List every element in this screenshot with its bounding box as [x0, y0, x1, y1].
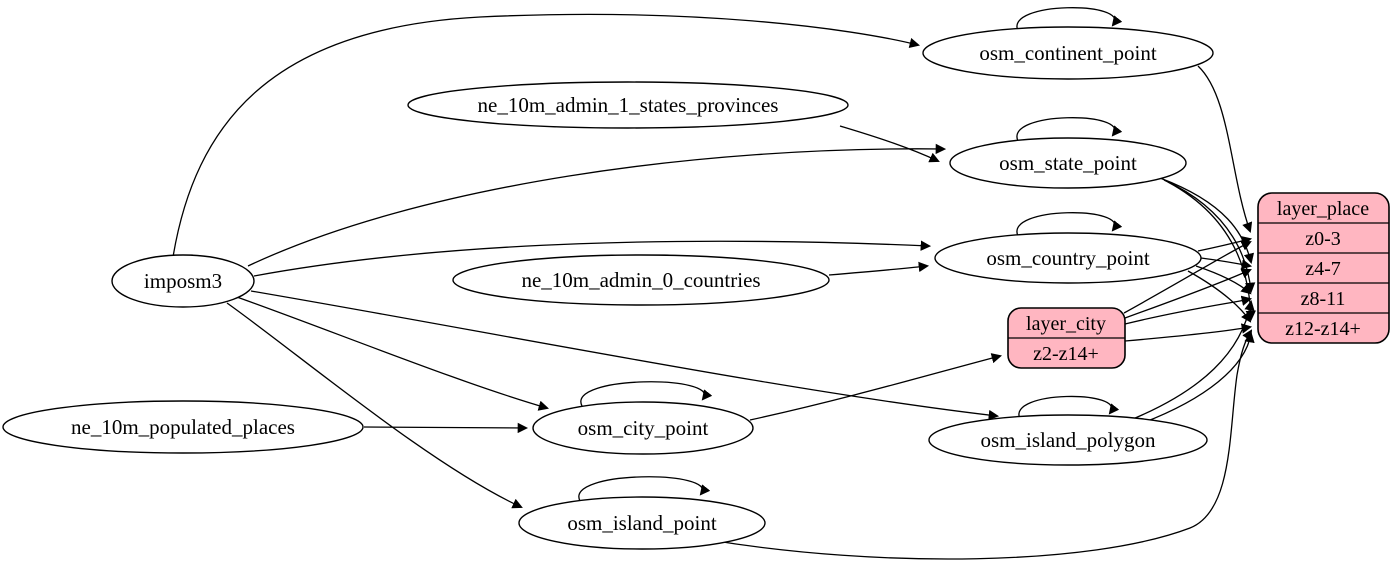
- layer_place-row-z0-3: z0-3: [1305, 228, 1341, 250]
- edge-imposm3-osm_state_point: [247, 143, 947, 267]
- node-osm_country_point: osm_country_point: [934, 232, 1202, 284]
- ne_10m_admin_1_states_provinces-label: ne_10m_admin_1_states_provinces: [478, 93, 779, 117]
- node-osm_continent_point: osm_continent_point: [922, 26, 1214, 80]
- layer_city-title: layer_city: [1026, 313, 1106, 335]
- edge-osm_country_point-layer_place-z12-z14: [1187, 270, 1252, 323]
- edge-osm_country_point-layer_place-z4-7: [1200, 257, 1253, 270]
- node-layer_city: layer_city z2-z14+: [1007, 307, 1126, 369]
- node-ne_10m_admin_1_states_provinces: ne_10m_admin_1_states_provinces: [407, 81, 849, 129]
- ne_10m_admin_0_countries-label: ne_10m_admin_0_countries: [521, 268, 760, 292]
- osm_island_point-ellipse: [518, 496, 766, 550]
- edge-osm_state_point-layer_place-z8-11: [1163, 179, 1256, 294]
- edge-layer_city-layer_place-z4-7: [1124, 268, 1252, 319]
- osm_country_point-label: osm_country_point: [986, 246, 1149, 270]
- osm_city_point-label: osm_city_point: [578, 416, 709, 440]
- osm_continent_point-ellipse: [922, 26, 1214, 80]
- edge-imposm3-osm_island_polygon: [250, 290, 1000, 421]
- edge-osm_state_point-layer_place-z4-7: [1159, 177, 1255, 265]
- osm_state_point-label: osm_state_point: [999, 151, 1137, 175]
- layer_place-title: layer_place: [1277, 198, 1369, 220]
- osm_country_point-ellipse: [934, 232, 1202, 284]
- edge-imposm3-osm_country_point: [253, 240, 932, 277]
- edge-ne_10m_populated_places-osm_city_point: [363, 422, 529, 434]
- osm_city_point-ellipse: [532, 401, 754, 455]
- edge-layer: [172, 7, 1256, 560]
- self-loop-osm_continent_point: [1016, 7, 1123, 32]
- node-ne_10m_admin_0_countries: ne_10m_admin_0_countries: [452, 254, 830, 306]
- osm_island_polygon-label: osm_island_polygon: [980, 428, 1156, 452]
- self-loop-osm_island_point: [578, 476, 711, 502]
- edge-imposm3-osm_island_point: [226, 302, 523, 509]
- edge-osm_city_point-layer_city-z2-z14: [749, 353, 1003, 421]
- edge-layer_city-layer_place-z0-3: [1123, 241, 1252, 314]
- node-ne_10m_populated_places: ne_10m_populated_places: [2, 400, 364, 454]
- self-loop-osm_state_point: [1016, 117, 1123, 142]
- node-osm_island_point: osm_island_point: [518, 496, 766, 550]
- edge-osm_country_point-layer_place-z0-3: [1197, 235, 1253, 252]
- self-loop-osm_island_polygon: [1018, 395, 1120, 420]
- edge-ne_10m_admin_1_states_provinces-osm_state_point: [839, 125, 940, 163]
- edge-imposm3-osm_continent_point: [172, 13, 921, 258]
- ne_10m_admin_1_states_provinces-ellipse: [407, 81, 849, 129]
- self-loop-osm_country_point: [1016, 212, 1123, 237]
- edge-osm_island_polygon-layer_place-z12-z14: [1139, 331, 1255, 425]
- node-osm_state_point: osm_state_point: [949, 137, 1187, 189]
- imposm3-ellipse: [111, 254, 255, 308]
- imposm3-label: imposm3: [144, 269, 222, 293]
- layer_place-row-z8-11: z8-11: [1301, 288, 1346, 310]
- edge-layer_city-layer_place-z12-z14: [1124, 323, 1253, 342]
- ne_10m_populated_places-label: ne_10m_populated_places: [71, 415, 295, 439]
- ne_10m_admin_0_countries-ellipse: [452, 254, 830, 306]
- layer_place-box: [1257, 192, 1390, 344]
- ne_10m_populated_places-ellipse: [2, 400, 364, 454]
- edge-layer_city-layer_place-z8-11: [1124, 295, 1253, 325]
- self-loop-osm_city_point: [580, 381, 713, 407]
- node-osm_island_polygon: osm_island_polygon: [928, 414, 1208, 466]
- osm_island_point-label: osm_island_point: [567, 511, 717, 535]
- osm_continent_point-label: osm_continent_point: [979, 41, 1156, 65]
- layer_place-row-z4-7: z4-7: [1305, 258, 1341, 280]
- layer_city-row-z2-z14: z2-z14+: [1033, 343, 1099, 365]
- node-osm_city_point: osm_city_point: [532, 401, 754, 455]
- layer_place-row-z12-z14: z12-z14+: [1285, 318, 1361, 340]
- edge-osm_island_point-layer_place-z12-z14: [709, 329, 1253, 560]
- edge-osm_continent_point-layer_place-z0-3: [1197, 65, 1253, 233]
- edge-imposm3-osm_city_point: [233, 295, 549, 411]
- osm_island_polygon-ellipse: [928, 414, 1208, 466]
- edge-osm_island_polygon-layer_place-z8-11: [1127, 299, 1255, 422]
- node-layer_place: layer_place z0-3 z4-7 z8-11 z12-z14+: [1257, 192, 1390, 344]
- edge-ne_10m_admin_0_countries-osm_country_point: [828, 261, 930, 276]
- osm_state_point-ellipse: [949, 137, 1187, 189]
- node-imposm3: imposm3: [111, 254, 255, 308]
